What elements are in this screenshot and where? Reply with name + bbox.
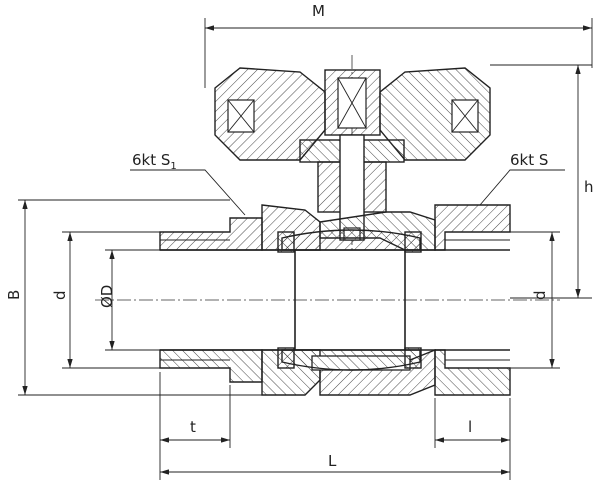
dim-label-M: M: [312, 2, 325, 20]
callout-hex-s1-text: 6kt S: [132, 151, 170, 169]
callout-hex-s1: 6kt S1: [132, 151, 177, 172]
dim-label-D: ØD: [98, 285, 116, 308]
ball: [277, 229, 422, 371]
dim-label-l: l: [468, 418, 472, 436]
left-threaded-end: [159, 217, 263, 383]
dimension-lines: [18, 18, 593, 480]
dim-label-L: L: [328, 452, 337, 470]
callout-hex-s1-subscript: 1: [170, 161, 176, 172]
callout-hex-s: 6kt S: [510, 151, 548, 169]
dim-label-t: t: [190, 418, 196, 436]
butterfly-handle: [214, 67, 491, 163]
dim-label-d-left: d: [51, 290, 69, 300]
dim-label-d-right: d: [531, 290, 549, 300]
dim-label-h: h: [584, 178, 594, 196]
dim-label-B: B: [5, 290, 23, 300]
